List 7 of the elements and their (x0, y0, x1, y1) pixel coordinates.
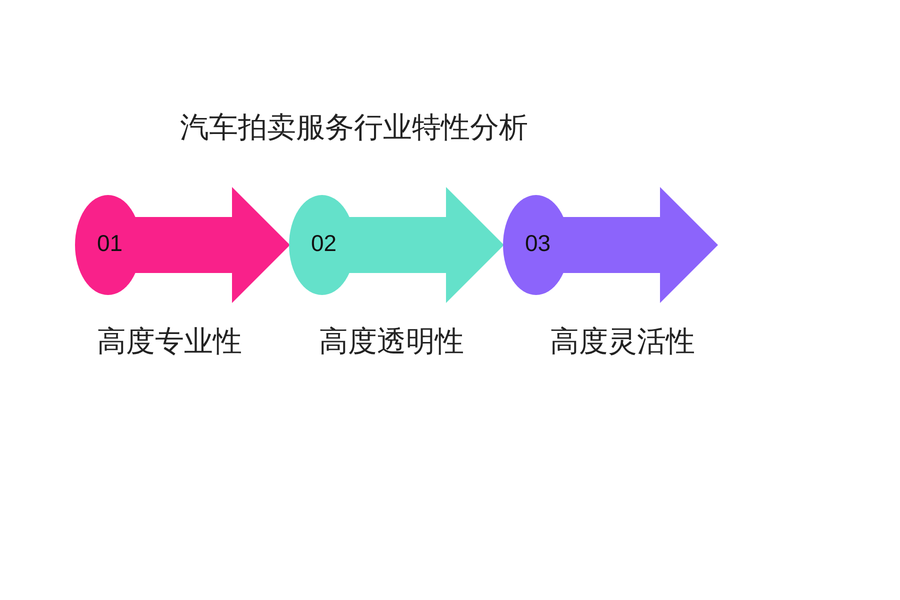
number-label: 03 (525, 230, 551, 257)
number-label: 02 (311, 230, 337, 257)
node-label: 高度专业性 (97, 323, 242, 360)
title: 汽车拍卖服务行业特性分析 (180, 109, 528, 146)
number-label: 01 (97, 230, 123, 257)
node-label: 高度透明性 (319, 323, 464, 360)
node-label: 高度灵活性 (550, 323, 695, 360)
